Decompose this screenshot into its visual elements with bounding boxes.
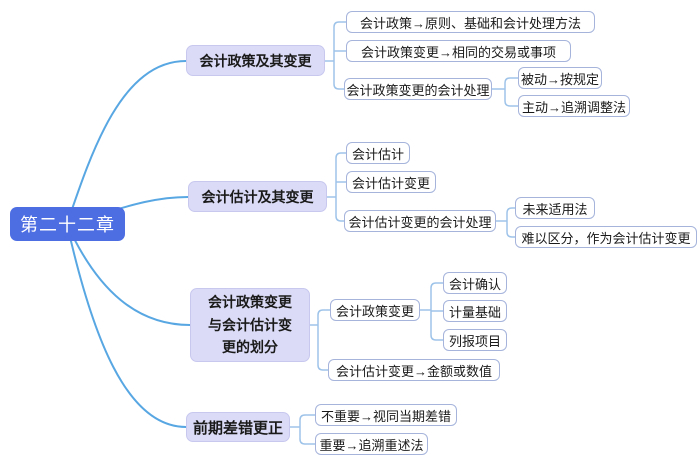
root-node-chapter-22: 第二十二章 — [10, 207, 125, 241]
node-accounting-estimate-change: 会计估计变更 — [346, 171, 436, 193]
node-estimate-change-accounting-treatment: 会计估计变更的会计处理 — [344, 210, 496, 232]
node-accounting-recognition: 会计确认 — [443, 272, 507, 294]
node-active-retrospective-adjustment: 主动→追溯调整法 — [518, 95, 630, 117]
node-immaterial-treat-as-current-period-error: 不重要→视同当期差错 — [315, 404, 457, 426]
curve-root-to-branch3 — [66, 223, 191, 326]
node-hard-to-distinguish-treat-as-estimate-change: 难以区分，作为会计估计变更 — [515, 226, 697, 248]
node-policy-change-accounting-treatment: 会计政策变更的会计处理 — [344, 78, 492, 100]
curve-root-to-branch1 — [66, 60, 187, 225]
branch-accounting-policy-and-changes: 会计政策及其变更 — [186, 45, 325, 76]
node-material-retrospective-restatement: 重要→追溯重述法 — [315, 433, 428, 455]
node-passive-per-regulation: 被动→按规定 — [518, 67, 602, 89]
curve-root-to-branch4 — [66, 223, 187, 428]
node-prospective-application: 未来适用法 — [515, 197, 595, 219]
node-presentation-item: 列报项目 — [443, 329, 507, 351]
node-estimate-change-amount-or-value: 会计估计变更→金额或数值 — [328, 359, 500, 381]
branch-policy-vs-estimate-distinction: 会计政策变更 与会计估计变 更的划分 — [190, 288, 310, 362]
node-accounting-policy-change-definition: 会计政策变更→相同的交易或事项 — [346, 40, 571, 62]
node-accounting-estimate: 会计估计 — [346, 142, 410, 164]
node-accounting-policy-definition: 会计政策→原则、基础和会计处理方法 — [346, 11, 595, 33]
node-measurement-basis: 计量基础 — [443, 300, 507, 322]
branch-prior-period-error-correction: 前期差错更正 — [186, 412, 290, 442]
node-policy-change: 会计政策变更 — [330, 299, 420, 321]
branch-accounting-estimate-and-changes: 会计估计及其变更 — [188, 181, 327, 212]
